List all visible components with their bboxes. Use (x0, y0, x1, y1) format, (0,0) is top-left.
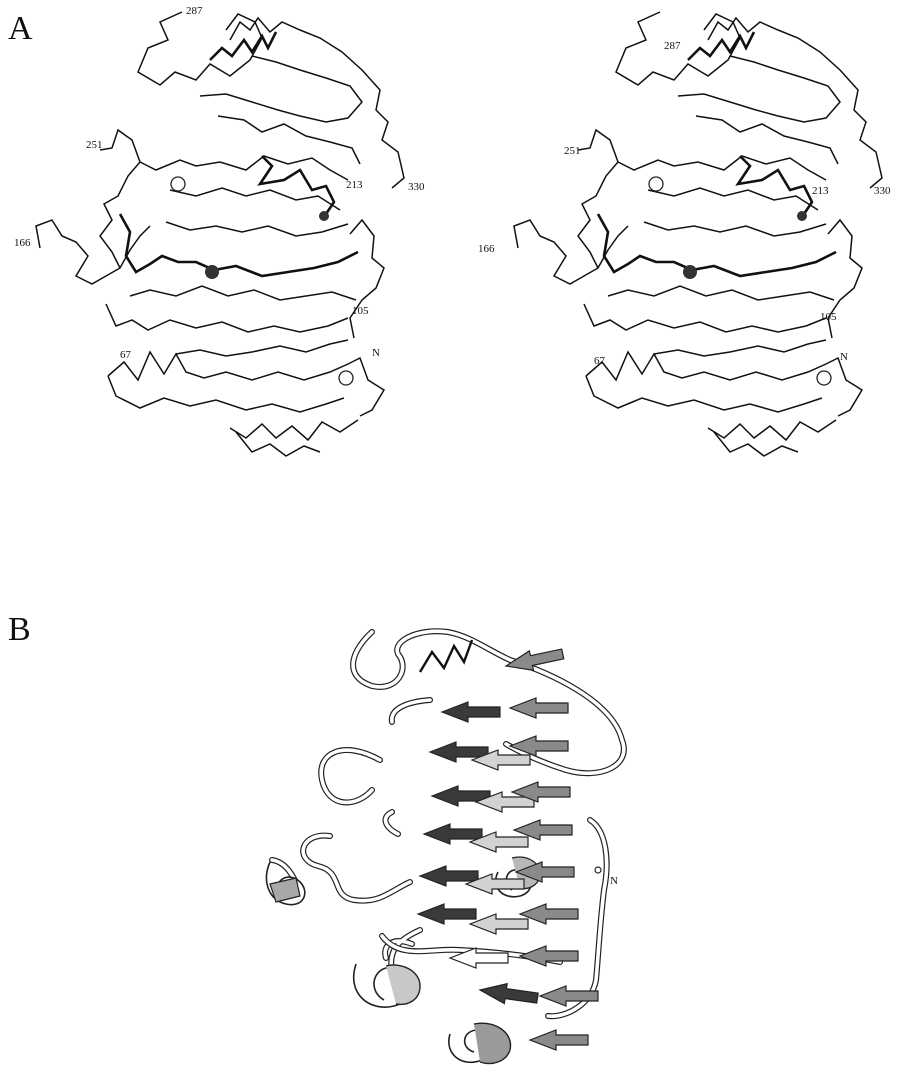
helix-bottom-right (449, 1023, 511, 1063)
helix-bottom-left (354, 964, 420, 1007)
n-terminus-label-ribbon: N (610, 876, 618, 887)
beta-strands (418, 644, 598, 1050)
zigzag-segment (420, 640, 472, 672)
n-terminus-marker (595, 867, 601, 873)
